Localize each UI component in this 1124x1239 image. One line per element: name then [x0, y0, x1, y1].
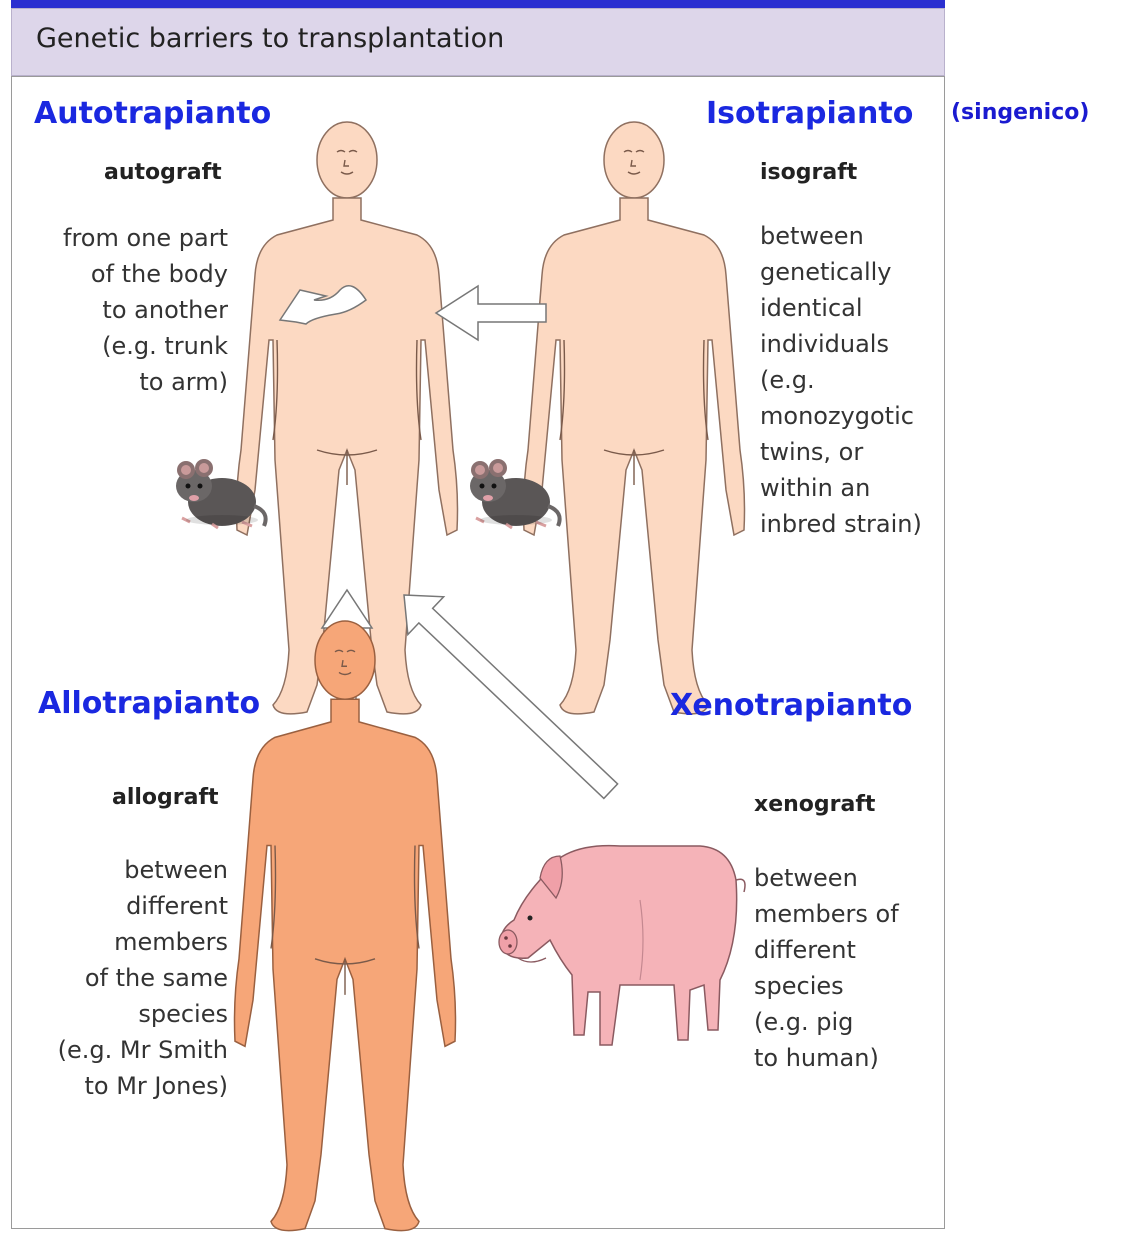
- desc-autograft-line: of the body: [20, 256, 228, 292]
- desc-isograft-line: within an: [760, 470, 940, 506]
- desc-allograft-line: members: [20, 924, 228, 960]
- desc-allograft-line: between: [20, 852, 228, 888]
- pig-image: [499, 846, 745, 1045]
- desc-isograft-line: genetically: [760, 254, 940, 290]
- desc-xenograft-line: (e.g. pig: [754, 1004, 934, 1040]
- desc-autograft-line: (e.g. trunk: [20, 328, 228, 364]
- desc-autograft-line: to arm): [20, 364, 228, 400]
- desc-isograft-line: inbred strain): [760, 506, 940, 542]
- desc-isograft-line: between: [760, 218, 940, 254]
- desc-xenograft-line: species: [754, 968, 934, 1004]
- desc-isograft-line: twins, or: [760, 434, 940, 470]
- mouse-image-isograft: [470, 459, 560, 528]
- term-xenograft: xenograft: [754, 792, 875, 817]
- isograft-arrow: [436, 286, 546, 340]
- desc-isograft-line: individuals: [760, 326, 940, 362]
- desc-allograft-line: different: [20, 888, 228, 924]
- term-allograft: allograft: [112, 785, 219, 810]
- desc-autograft-line: from one part: [20, 220, 228, 256]
- label-allotrapianto: Allotrapianto: [38, 686, 260, 721]
- desc-xenograft: between members of different species (e.…: [754, 860, 934, 1076]
- desc-allograft-line: of the same: [20, 960, 228, 996]
- desc-allograft-line: to Mr Jones): [20, 1068, 228, 1104]
- isograft-human-figure: [524, 122, 745, 714]
- desc-isograft-line: (e.g.: [760, 362, 940, 398]
- desc-isograft-line: identical: [760, 290, 940, 326]
- desc-autograft-line: to another: [20, 292, 228, 328]
- desc-xenograft-line: members of: [754, 896, 934, 932]
- desc-xenograft-line: to human): [754, 1040, 934, 1076]
- desc-isograft-line: monozygotic: [760, 398, 940, 434]
- desc-autograft: from one part of the body to another (e.…: [20, 220, 228, 400]
- label-xenotrapianto: Xenotrapianto: [670, 688, 912, 723]
- term-autograft: autograft: [104, 160, 222, 185]
- desc-allograft-line: (e.g. Mr Smith: [20, 1032, 228, 1068]
- term-isograft: isograft: [760, 160, 857, 185]
- desc-xenograft-line: different: [754, 932, 934, 968]
- desc-allograft: between different members of the same sp…: [20, 852, 228, 1104]
- label-isotrapianto: Isotrapianto: [706, 96, 913, 131]
- label-singenico: (singenico): [951, 100, 1089, 125]
- allograft-human-figure: [235, 621, 456, 1231]
- desc-allograft-line: species: [20, 996, 228, 1032]
- desc-isograft: between genetically identical individual…: [760, 218, 940, 542]
- label-autotrapianto: Autotrapianto: [34, 96, 271, 131]
- desc-xenograft-line: between: [754, 860, 934, 896]
